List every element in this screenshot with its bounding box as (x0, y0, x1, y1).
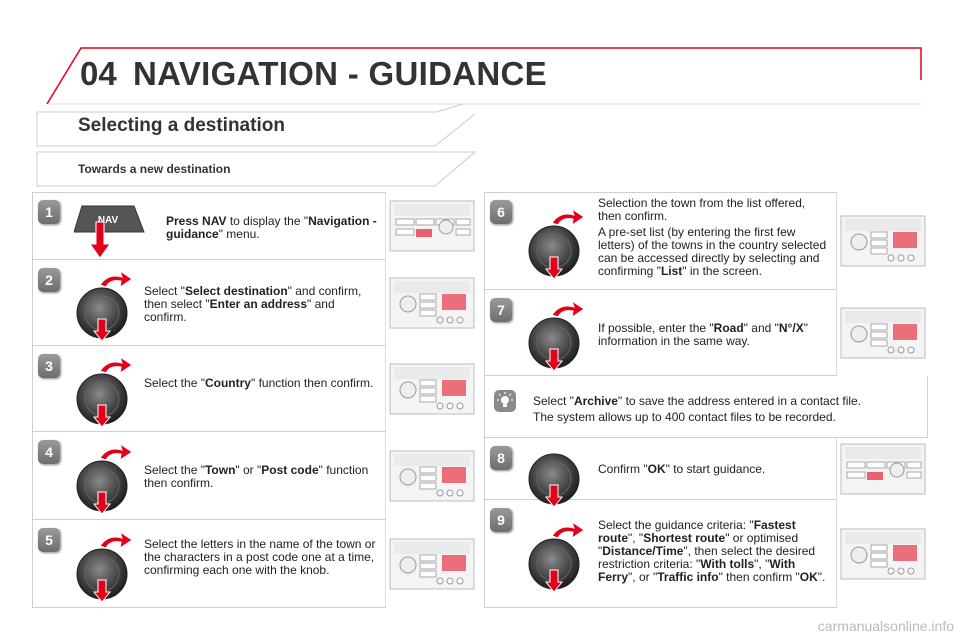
step-instruction-text-extra: A pre-set list (by entering the first fe… (598, 225, 827, 278)
step-number-badge: 5 (38, 528, 60, 552)
step-instruction-text: Select the guidance criteria: "Fastest r… (598, 518, 826, 584)
step-3: 3 Select the "Country" function then con… (32, 346, 477, 432)
subsection-frame (36, 151, 477, 187)
radio-unit-illustration (385, 192, 477, 260)
section-frame (36, 104, 476, 147)
knob-rotate-press-icon (526, 299, 586, 376)
radio-unit-illustration (836, 500, 928, 608)
step-9: 9 Select the guidance criteria: "Fastest… (484, 500, 928, 608)
chapter-title: NAVIGATION - GUIDANCE (133, 55, 547, 92)
radio-unit-illustration (385, 432, 477, 520)
step-number-badge: 9 (490, 508, 512, 532)
step-tip: Select "Archive" to save the address ent… (484, 376, 928, 438)
step-instruction-text: If possible, enter the "Road" and "N°/X"… (598, 321, 808, 348)
chapter-number: 04 (80, 55, 117, 92)
radio-unit-illustration (385, 346, 477, 432)
step-instruction-text: Select the "Country" function then confi… (144, 376, 374, 390)
footer-watermark: carmanualsonline.info (817, 618, 954, 634)
step-instruction-text: Press NAV to display the "Navigation - g… (166, 214, 377, 241)
step-5: 5 Select the letters in the name of the … (32, 520, 477, 608)
subsection-title: Towards a new destination (78, 162, 231, 176)
step-instruction-text-extra: The system allows up to 400 contact file… (533, 410, 836, 424)
nav-button-icon: NAV (73, 202, 150, 263)
step-instruction-text: Select the letters in the name of the to… (144, 537, 376, 577)
knob-rotate-press-icon (526, 207, 586, 284)
radio-unit-illustration (836, 438, 928, 500)
section-title: Selecting a destination (78, 115, 285, 136)
step-instruction-text: Select the "Town" or "Post code" functio… (144, 463, 369, 490)
radio-unit-illustration (836, 290, 928, 376)
knob-rotate-press-icon (74, 530, 134, 607)
tip-lightbulb-icon (494, 390, 516, 417)
step-instruction-text: Confirm "OK" to start guidance. (598, 462, 766, 476)
step-number-badge: 4 (38, 440, 60, 464)
step-instruction-text: Select "Archive" to save the address ent… (533, 394, 862, 408)
step-1: 1 NAV Press NAV to display the "Navigati… (32, 192, 477, 260)
step-number-badge: 7 (490, 298, 512, 322)
step-number-badge: 1 (38, 200, 60, 224)
svg-text:NAV: NAV (98, 215, 119, 226)
radio-unit-illustration (385, 260, 477, 346)
step-instruction-text: Selection the town from the list offered… (598, 196, 806, 223)
step-number-badge: 2 (38, 268, 60, 292)
knob-press-icon (526, 435, 586, 512)
step-number-badge: 6 (490, 200, 512, 224)
knob-rotate-press-icon (74, 442, 134, 519)
knob-rotate-press-icon (526, 520, 586, 597)
radio-unit-illustration (385, 520, 477, 608)
step-number-badge: 3 (38, 354, 60, 378)
radio-unit-illustration (836, 192, 928, 290)
knob-rotate-press-icon (74, 355, 134, 432)
knob-rotate-press-icon (74, 269, 134, 346)
step-number-badge: 8 (490, 446, 512, 470)
step-6: 6 Selection the town from the list offer… (484, 192, 928, 290)
step-4: 4 Select the "Town" or "Post code" funct… (32, 432, 477, 520)
step-7: 7 If possible, enter the "Road" and "N°/… (484, 290, 928, 376)
header-frame (46, 47, 922, 105)
step-2: 2 Select "Select destination" and confir… (32, 260, 477, 346)
step-instruction-text: Select "Select destination" and confirm,… (144, 284, 362, 324)
step-8: 8 Confirm "OK" to start guidance. (484, 438, 928, 508)
